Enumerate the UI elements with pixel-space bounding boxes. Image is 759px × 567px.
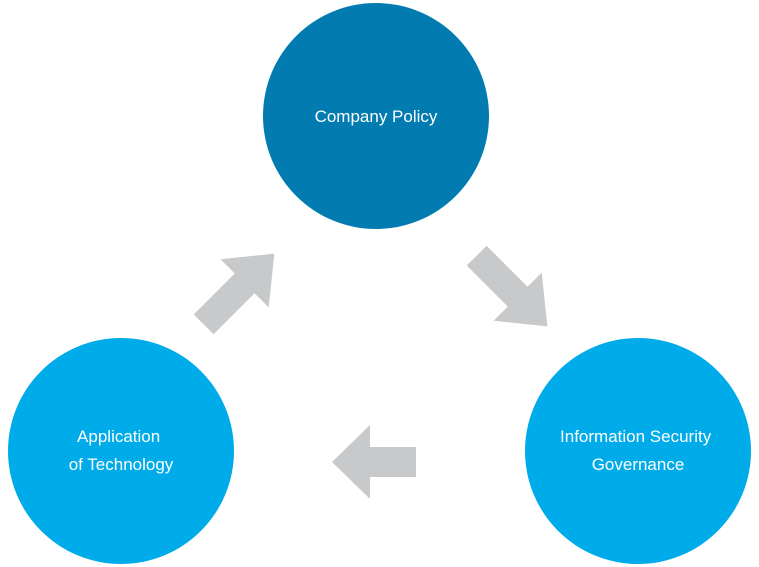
arrow-up-right	[193, 253, 275, 335]
node-label-line: Company Policy	[315, 107, 438, 126]
node-circle	[8, 338, 234, 564]
node-circle	[263, 3, 489, 229]
node-label: Company Policy	[315, 107, 438, 126]
arrow-down-right	[466, 245, 548, 327]
arrow-left	[332, 425, 416, 499]
node-company-policy: Company Policy	[263, 3, 489, 229]
node-label-line: of Technology	[69, 455, 174, 474]
node-label-line: Governance	[592, 455, 685, 474]
node-label: Application of Technology	[69, 427, 174, 474]
node-label-line: Information Security	[560, 427, 712, 446]
node-information-security-governance: Information Security Governance	[525, 338, 751, 564]
node-circle	[525, 338, 751, 564]
node-label: Information Security Governance	[560, 427, 716, 474]
node-application-of-technology: Application of Technology	[8, 338, 234, 564]
node-label-line: Application	[77, 427, 160, 446]
